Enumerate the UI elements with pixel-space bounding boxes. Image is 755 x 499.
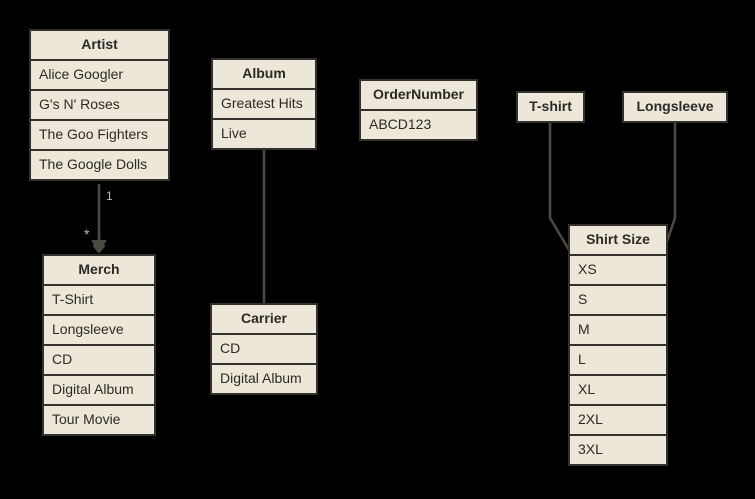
node-carrier-header: Carrier — [212, 305, 316, 335]
node-shirtsize-item-6[interactable]: 3XL — [570, 436, 666, 464]
node-shirtsize-header: Shirt Size — [570, 226, 666, 256]
node-longsleeve-header: Longsleeve — [624, 93, 726, 121]
node-merch-item-4[interactable]: Tour Movie — [44, 406, 154, 434]
node-artist-item-1[interactable]: G's N' Roses — [31, 91, 168, 121]
node-merch-item-0[interactable]: T-Shirt — [44, 286, 154, 316]
node-carrier-item-0[interactable]: CD — [212, 335, 316, 365]
node-tshirt[interactable]: T-shirt — [516, 91, 585, 123]
edge-label-artist-merch-source: 1 — [106, 189, 113, 203]
node-merch-item-3[interactable]: Digital Album — [44, 376, 154, 406]
node-merch-header: Merch — [44, 256, 154, 286]
node-carrier[interactable]: Carrier CD Digital Album — [210, 303, 318, 395]
edge-tshirt-shirtsize — [548, 120, 571, 251]
node-shirtsize-item-2[interactable]: M — [570, 316, 666, 346]
node-shirtsize-item-4[interactable]: XL — [570, 376, 666, 406]
node-tshirt-header: T-shirt — [518, 93, 583, 121]
node-artist-item-2[interactable]: The Goo Fighters — [31, 121, 168, 151]
node-ordernumber-item-0[interactable]: ABCD123 — [361, 111, 476, 139]
node-shirtsize-item-3[interactable]: L — [570, 346, 666, 376]
node-longsleeve[interactable]: Longsleeve — [622, 91, 728, 123]
node-shirtsize-item-0[interactable]: XS — [570, 256, 666, 286]
node-ordernumber[interactable]: OrderNumber ABCD123 — [359, 79, 478, 141]
node-shirtsize-item-5[interactable]: 2XL — [570, 406, 666, 436]
node-merch-item-1[interactable]: Longsleeve — [44, 316, 154, 346]
node-carrier-item-1[interactable]: Digital Album — [212, 365, 316, 393]
node-album-header: Album — [213, 60, 315, 90]
edge-label-artist-merch-target: * — [84, 226, 90, 242]
node-shirtsize-item-1[interactable]: S — [570, 286, 666, 316]
node-artist-item-0[interactable]: Alice Googler — [31, 61, 168, 91]
node-artist-header: Artist — [31, 31, 168, 61]
node-album[interactable]: Album Greatest Hits Live — [211, 58, 317, 150]
node-merch[interactable]: Merch T-Shirt Longsleeve CD Digital Albu… — [42, 254, 156, 436]
edge-artist-merch — [91, 184, 107, 252]
node-ordernumber-header: OrderNumber — [361, 81, 476, 111]
node-album-item-0[interactable]: Greatest Hits — [213, 90, 315, 120]
node-album-item-1[interactable]: Live — [213, 120, 315, 148]
node-merch-item-2[interactable]: CD — [44, 346, 154, 376]
node-shirtsize[interactable]: Shirt Size XS S M L XL 2XL 3XL — [568, 224, 668, 466]
node-artist-item-3[interactable]: The Google Dolls — [31, 151, 168, 179]
node-artist[interactable]: Artist Alice Googler G's N' Roses The Go… — [29, 29, 170, 181]
